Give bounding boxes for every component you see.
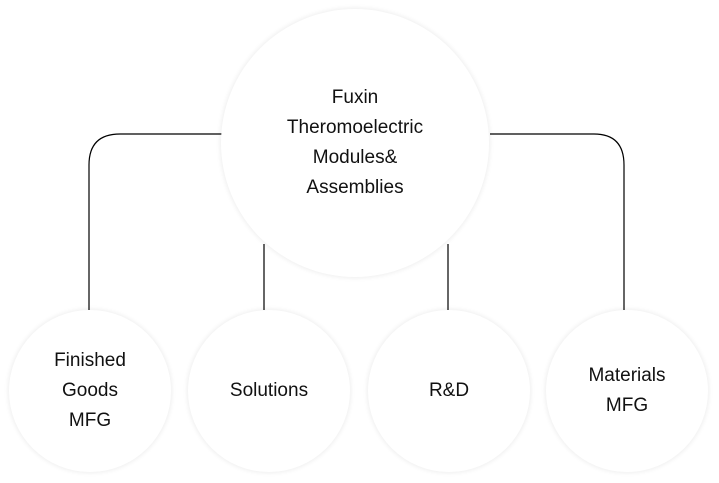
node-rnd[interactable]: R&D [368, 310, 530, 472]
node-label: Materials MFG [588, 365, 666, 416]
root-node-label: Fuxin Theromoelectric Modules& Assemblie… [286, 87, 424, 198]
node-solutions[interactable]: Solutions [188, 310, 350, 472]
node-materials-mfg[interactable]: Materials MFG [546, 310, 708, 472]
root-node[interactable]: Fuxin Theromoelectric Modules& Assemblie… [221, 9, 489, 277]
node-label: R&D [428, 380, 470, 401]
node-finished-goods-mfg[interactable]: Finished Goods MFG [9, 310, 171, 472]
connector-root-to-materials [490, 133, 625, 310]
connector-root-to-finished-goods [88, 133, 222, 310]
node-label: Finished Goods MFG [54, 350, 126, 431]
node-label: Solutions [229, 380, 309, 401]
